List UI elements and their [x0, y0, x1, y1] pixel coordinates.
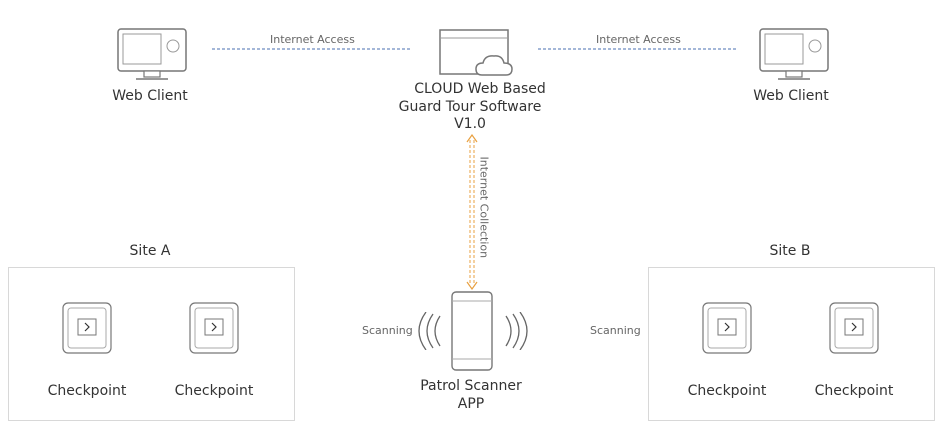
server-label-line3: V1.0 — [454, 116, 486, 132]
checkpoint-icon — [62, 302, 112, 354]
checkpoint-label: Checkpoint — [47, 383, 127, 399]
cloud-server-icon — [439, 29, 513, 76]
scanner-label-line1: Patrol Scanner — [420, 378, 522, 394]
left-internet-link — [212, 48, 412, 50]
monitor-icon — [117, 28, 187, 80]
scanner-label-line2: APP — [457, 396, 485, 412]
left-web-client — [116, 27, 188, 83]
vertical-link-label: Internet Collection — [477, 156, 491, 259]
checkpoint-icon — [702, 302, 752, 354]
site-b-box — [648, 267, 935, 421]
cloud-server — [438, 27, 518, 81]
right-internet-link — [538, 48, 736, 50]
scan-waves-right-icon — [502, 312, 530, 350]
checkpoint-label: Checkpoint — [687, 383, 767, 399]
checkpoint-icon — [829, 302, 879, 354]
right-link-label: Internet Access — [596, 33, 681, 46]
server-label-line2: Guard Tour Software — [398, 99, 542, 115]
monitor-icon — [759, 28, 829, 80]
scanning-right-label: Scanning — [590, 324, 641, 337]
scanning-left-label: Scanning — [362, 324, 413, 337]
site-a-box — [8, 267, 295, 421]
site-b-title: Site B — [769, 243, 811, 259]
scan-waves-left-icon — [416, 312, 444, 350]
server-label-line1: CLOUD Web Based — [414, 81, 546, 97]
left-link-label: Internet Access — [270, 33, 355, 46]
right-web-client-label: Web Client — [753, 88, 829, 104]
vertical-internet-link — [466, 134, 478, 290]
checkpoint-label: Checkpoint — [814, 383, 894, 399]
left-web-client-label: Web Client — [112, 88, 188, 104]
right-web-client — [758, 27, 830, 83]
checkpoint-label: Checkpoint — [174, 383, 254, 399]
site-a-title: Site A — [129, 243, 171, 259]
phone-icon — [451, 291, 493, 371]
checkpoint-icon — [189, 302, 239, 354]
